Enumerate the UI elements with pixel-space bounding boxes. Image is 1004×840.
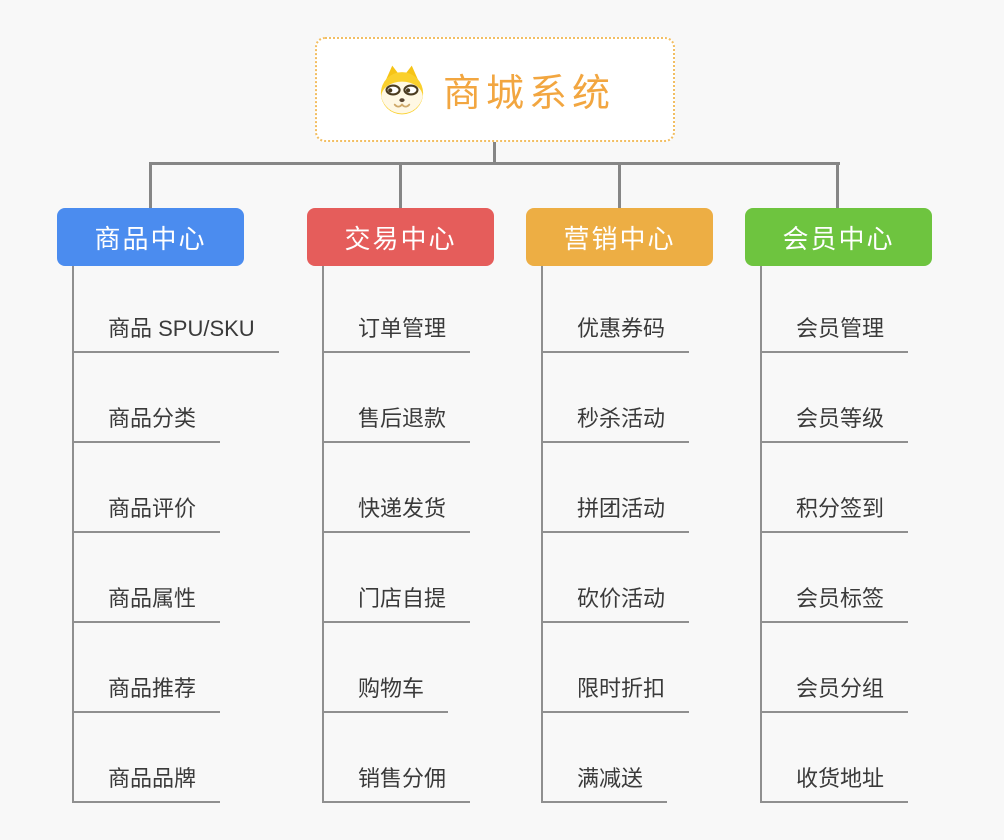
connector-root-stem (493, 142, 496, 165)
topic-item[interactable]: 售后退款 (324, 353, 471, 443)
topic-item[interactable]: 订单管理 (324, 266, 471, 353)
topic-item[interactable]: 门店自提 (324, 533, 471, 623)
topic-item-label: 积分签到 (762, 491, 909, 533)
topic-item[interactable]: 商品推荐 (74, 623, 279, 713)
topic-item[interactable]: 商品 SPU/SKU (74, 266, 279, 353)
topic-item-label: 砍价活动 (543, 581, 690, 623)
topic-item-label: 秒杀活动 (543, 401, 690, 443)
topic-item[interactable]: 积分签到 (762, 443, 909, 533)
topic-item-label: 门店自提 (324, 581, 471, 623)
topic-item-label: 商品 SPU/SKU (74, 311, 279, 353)
branch-product-center[interactable]: 商品中心 (57, 208, 244, 266)
topic-item[interactable]: 限时折扣 (543, 623, 690, 713)
branch-trade-center[interactable]: 交易中心 (307, 208, 494, 266)
topic-item-label: 会员分组 (762, 671, 909, 713)
connector-drop-members (836, 162, 839, 208)
topic-item-label: 满减送 (543, 761, 668, 803)
topic-item-label: 订单管理 (324, 311, 471, 353)
topic-item-label: 商品推荐 (74, 671, 221, 713)
topic-item[interactable]: 收货地址 (762, 713, 909, 803)
branch-trade-children: 订单管理 售后退款 快递发货 门店自提 购物车 销售分佣 (322, 266, 471, 803)
topic-item[interactable]: 会员管理 (762, 266, 909, 353)
connector-drop-marketing (618, 162, 621, 208)
root-topic-title: 商城系统 (442, 73, 615, 115)
branch-member-center[interactable]: 会员中心 (745, 208, 932, 266)
topic-item-label: 商品评价 (74, 491, 221, 533)
topic-item-label: 优惠券码 (543, 311, 690, 353)
branch-marketing-center[interactable]: 营销中心 (526, 208, 713, 266)
connector-drop-products (149, 162, 152, 208)
root-topic[interactable]: 商城系统 (315, 37, 675, 142)
connector-bus (149, 162, 840, 165)
topic-item[interactable]: 销售分佣 (324, 713, 471, 803)
branch-marketing-children: 优惠券码 秒杀活动 拼团活动 砍价活动 限时折扣 满减送 (541, 266, 690, 803)
topic-item[interactable]: 会员标签 (762, 533, 909, 623)
topic-item-label: 购物车 (324, 671, 449, 713)
topic-item-label: 商品属性 (74, 581, 221, 623)
topic-item-label: 商品品牌 (74, 761, 221, 803)
topic-item-label: 商品分类 (74, 401, 221, 443)
topic-item[interactable]: 会员等级 (762, 353, 909, 443)
topic-item[interactable]: 商品品牌 (74, 713, 279, 803)
topic-item-label: 销售分佣 (324, 761, 471, 803)
topic-item-label: 会员标签 (762, 581, 909, 623)
topic-item[interactable]: 商品分类 (74, 353, 279, 443)
topic-item[interactable]: 商品评价 (74, 443, 279, 533)
topic-item[interactable]: 商品属性 (74, 533, 279, 623)
topic-item-label: 限时折扣 (543, 671, 690, 713)
topic-item-label: 会员管理 (762, 311, 909, 353)
topic-item[interactable]: 购物车 (324, 623, 470, 713)
topic-item-label: 拼团活动 (543, 491, 690, 533)
topic-item[interactable]: 秒杀活动 (543, 353, 690, 443)
branch-member-children: 会员管理 会员等级 积分签到 会员标签 会员分组 收货地址 (760, 266, 909, 803)
topic-item[interactable]: 会员分组 (762, 623, 909, 713)
connector-drop-trade (399, 162, 402, 208)
topic-item-label: 快递发货 (324, 491, 471, 533)
topic-item[interactable]: 快递发货 (324, 443, 471, 533)
topic-item-label: 收货地址 (762, 761, 909, 803)
branch-product-children: 商品 SPU/SKU 商品分类 商品评价 商品属性 商品推荐 商品品牌 (72, 266, 279, 803)
shiba-dog-icon (380, 65, 424, 114)
topic-item-label: 会员等级 (762, 401, 909, 443)
topic-item[interactable]: 优惠券码 (543, 266, 690, 353)
topic-item[interactable]: 满减送 (543, 713, 689, 803)
topic-item[interactable]: 砍价活动 (543, 533, 690, 623)
topic-item-label: 售后退款 (324, 401, 471, 443)
topic-item[interactable]: 拼团活动 (543, 443, 690, 533)
